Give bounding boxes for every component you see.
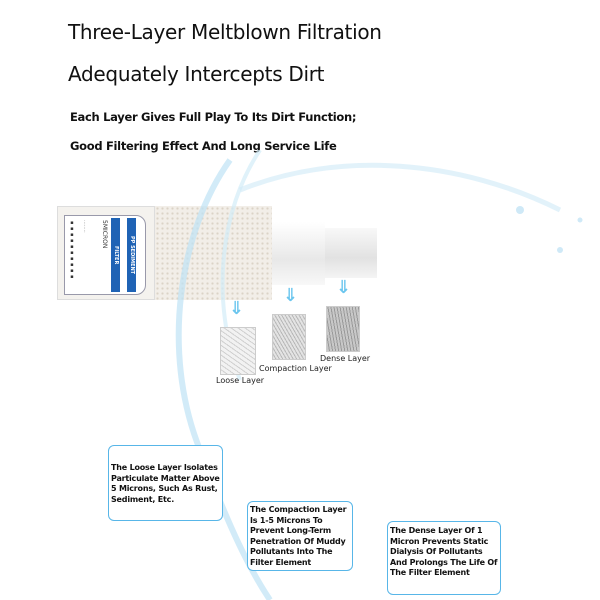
filter-label-section: ▪▪▪▪▪▪▪▪▪▪ ········ 5MICRON FILTER PP SE… — [57, 206, 155, 300]
arrow-down-icon: ⇓ — [336, 277, 352, 298]
subheadline-line-1: Each Layer Gives Full Play To Its Dirt F… — [70, 110, 357, 124]
compaction-layer-label: Compaction Layer — [259, 364, 332, 373]
label-fine-print-2: ········ — [81, 220, 87, 233]
dense-layer-cylinder — [325, 228, 377, 278]
compaction-layer-description: The Compaction Layer Is 1-5 Microns To P… — [247, 501, 353, 571]
headline-line-2: Adequately Intercepts Dirt — [68, 62, 325, 86]
subheadline-line-2: Good Filtering Effect And Long Service L… — [70, 139, 337, 153]
loose-layer-swatch — [220, 327, 256, 375]
label-band-filter: FILTER — [111, 218, 120, 292]
label-band-pp-sediment: PP SEDIMENT — [127, 218, 136, 292]
outer-mesh-layer — [155, 206, 272, 300]
arrow-down-icon: ⇓ — [229, 298, 245, 319]
dense-layer-label: Dense Layer — [320, 354, 371, 363]
loose-layer-description: The Loose Layer Isolates Particulate Mat… — [108, 445, 223, 521]
compaction-layer-swatch — [272, 314, 306, 360]
water-splash-graphic — [175, 150, 583, 600]
compaction-layer-cylinder — [272, 222, 325, 285]
label-micron: 5MICRON — [101, 220, 108, 249]
loose-layer-label: Loose Layer — [216, 376, 265, 385]
arrow-down-icon: ⇓ — [283, 285, 299, 306]
label-fine-print: ▪▪▪▪▪▪▪▪▪▪ — [69, 220, 75, 280]
headline-line-1: Three-Layer Meltblown Filtration — [68, 20, 382, 44]
dense-layer-description: The Dense Layer Of 1 Micron Prevents Sta… — [387, 521, 501, 595]
dense-layer-swatch — [326, 306, 360, 352]
